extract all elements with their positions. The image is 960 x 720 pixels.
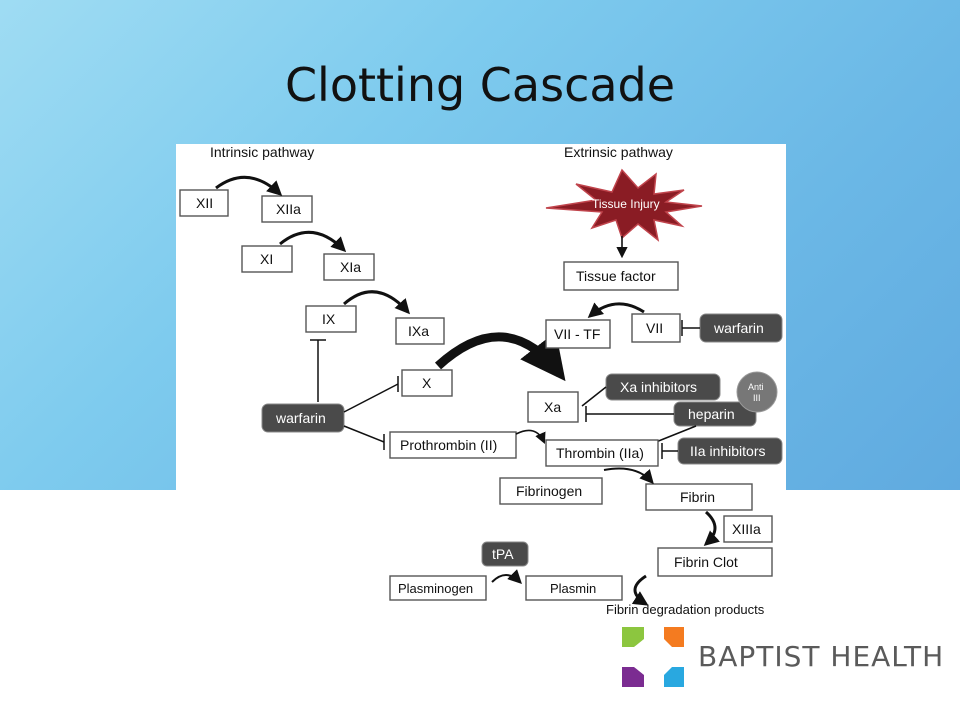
arrow-clot-fdp	[631, 574, 649, 606]
arrow-x-xa	[434, 331, 566, 382]
svg-text:XIIa: XIIa	[276, 201, 301, 217]
svg-text:III: III	[753, 393, 761, 403]
svg-text:IIa inhibitors: IIa inhibitors	[690, 443, 765, 459]
node-plasminogen: Plasminogen	[389, 575, 487, 601]
node-vii-tf: VII - TF	[545, 319, 611, 349]
tissue-injury-label: Tissue Injury	[592, 197, 660, 211]
svg-text:Thrombin (IIa): Thrombin (IIa)	[556, 445, 644, 461]
node-xia: XIa	[323, 253, 375, 281]
inhibit-line-prothrombin	[343, 425, 385, 443]
svg-text:Plasmin: Plasmin	[550, 581, 596, 596]
svg-text:Plasminogen: Plasminogen	[398, 581, 473, 596]
node-ixa: IXa	[395, 317, 445, 345]
svg-text:Fibrinogen: Fibrinogen	[516, 483, 582, 499]
intrinsic-header: Intrinsic pathway	[210, 144, 314, 160]
svg-text:Anti: Anti	[748, 382, 764, 392]
node-thrombin: Thrombin (IIa)	[545, 439, 659, 467]
node-tissue-factor: Tissue factor	[563, 261, 679, 291]
anti-iii-circle: Anti III	[736, 371, 778, 413]
svg-text:Fibrin: Fibrin	[680, 489, 715, 505]
tissue-injury-star: Tissue Injury	[545, 168, 703, 242]
arrow-xi-xia	[279, 230, 347, 253]
svg-text:XIIIa: XIIIa	[732, 521, 761, 537]
inhibitor-warfarin-left: warfarin	[261, 403, 345, 433]
arrow-prothrombin-thrombin	[515, 429, 546, 445]
node-fibrinogen: Fibrinogen	[499, 477, 603, 505]
arrow-fibrin-clot	[703, 510, 720, 546]
logo-text: BAPTIST HEALTH	[698, 640, 945, 673]
node-xiia: XIIa	[261, 195, 313, 223]
node-xa: Xa	[527, 391, 579, 423]
node-fibrin-clot: Fibrin Clot	[657, 547, 773, 577]
extrinsic-header: Extrinsic pathway	[564, 144, 673, 160]
svg-text:warfarin: warfarin	[713, 320, 764, 336]
node-ix: IX	[305, 305, 357, 333]
node-fibrin: Fibrin	[645, 483, 753, 511]
inhibitor-xa-inhibitors: Xa inhibitors	[605, 373, 721, 401]
arrow-ix-ixa	[343, 290, 410, 315]
svg-text:Prothrombin (II): Prothrombin (II)	[400, 437, 497, 453]
node-xii: XII	[179, 189, 229, 217]
node-xi: XI	[241, 245, 293, 273]
svg-text:Tissue factor: Tissue factor	[576, 268, 656, 284]
svg-text:VII: VII	[646, 320, 663, 336]
node-plasmin: Plasmin	[525, 575, 623, 601]
arrow-fibrinogen-fibrin	[603, 467, 654, 485]
svg-text:Xa inhibitors: Xa inhibitors	[620, 379, 697, 395]
inhibitor-iia-inhibitors: IIa inhibitors	[677, 437, 783, 465]
svg-text:Xa: Xa	[544, 399, 561, 415]
inhibitor-warfarin-right: warfarin	[699, 313, 783, 343]
svg-text:XIa: XIa	[340, 259, 361, 275]
logo-mark-icon	[622, 627, 684, 687]
arrow-xii-xiia	[215, 175, 283, 197]
node-fdp: Fibrin degradation products	[606, 602, 765, 617]
svg-text:warfarin: warfarin	[275, 410, 326, 426]
baptist-health-logo	[620, 625, 950, 689]
inhibit-line-x	[343, 383, 399, 413]
node-vii: VII	[631, 313, 681, 343]
svg-text:tPA: tPA	[492, 546, 514, 562]
svg-text:XI: XI	[260, 251, 273, 267]
svg-text:IXa: IXa	[408, 323, 429, 339]
cascade-diagram: Intrinsic pathway Extrinsic pathway Tiss…	[176, 144, 786, 618]
inhibitor-tpa: tPA	[481, 541, 529, 567]
svg-text:X: X	[422, 375, 432, 391]
arrow-vii-viitf	[587, 302, 645, 318]
slide-title: Clotting Cascade	[284, 58, 676, 112]
arrow-plasminogen-plasmin	[491, 569, 522, 584]
inhibit-line-xa1	[581, 386, 607, 407]
svg-text:Fibrin Clot: Fibrin Clot	[674, 554, 738, 570]
inhibit-line-heparin-thrombin	[655, 425, 697, 443]
node-prothrombin: Prothrombin (II)	[389, 431, 517, 459]
svg-text:XII: XII	[196, 195, 213, 211]
svg-text:heparin: heparin	[688, 406, 735, 422]
node-x: X	[401, 369, 453, 397]
svg-text:VII - TF: VII - TF	[554, 326, 600, 342]
node-xiiia: XIIIa	[723, 515, 773, 543]
svg-text:IX: IX	[322, 311, 336, 327]
